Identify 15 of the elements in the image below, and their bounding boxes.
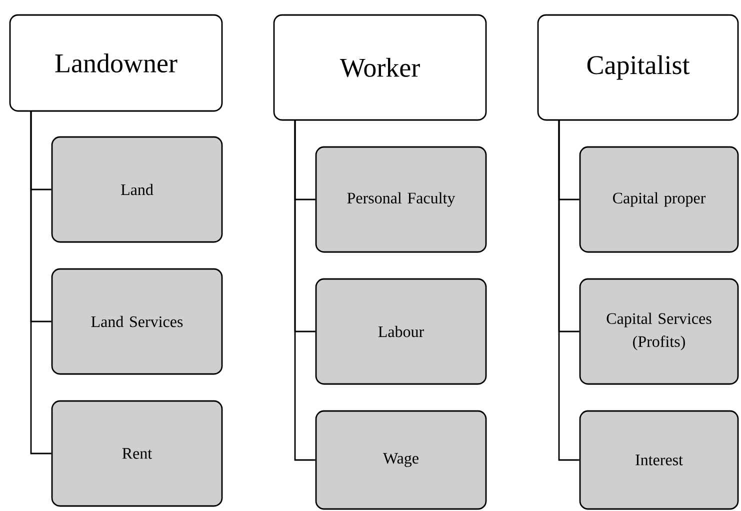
- item-box: Wage: [315, 410, 487, 510]
- heading-box: Landowner: [9, 14, 223, 112]
- item-box: Land Services: [51, 268, 223, 375]
- item-box: Rent: [51, 400, 223, 507]
- item-box: Labour: [315, 278, 487, 385]
- connector: [294, 120, 316, 461]
- item-box: Capital proper: [579, 146, 739, 253]
- heading-box: Capitalist: [537, 14, 739, 121]
- connector: [30, 111, 52, 454]
- item-box: Capital Services (Profits): [579, 278, 739, 385]
- item-box: Interest: [579, 410, 739, 510]
- item-box: Personal Faculty: [315, 146, 487, 253]
- heading-box: Worker: [273, 14, 487, 121]
- item-box: Land: [51, 136, 223, 243]
- connector: [558, 120, 580, 461]
